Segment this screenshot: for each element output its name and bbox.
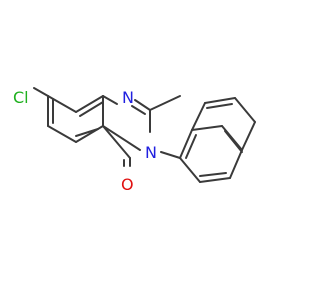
chlorine-label: Cl (13, 88, 29, 107)
bond (149, 95, 181, 111)
bond (160, 151, 181, 159)
bond (75, 128, 99, 137)
bond (102, 95, 118, 105)
bond (221, 125, 243, 151)
molecule-diagram: Cl N N O (13, 87, 256, 194)
bond (241, 121, 256, 151)
bond (206, 103, 233, 109)
bond (204, 97, 236, 104)
nitrogen-ring-label: N (122, 88, 134, 107)
bond (33, 87, 49, 97)
structure-canvas: Cl N N O (13, 87, 256, 194)
nitrogen-substituted-label: N (145, 143, 157, 162)
bond (224, 130, 243, 153)
bond (134, 99, 151, 111)
bond (102, 125, 141, 151)
bond (47, 125, 77, 143)
bond (229, 149, 243, 179)
bond (102, 125, 131, 159)
bond (179, 129, 193, 159)
bond (79, 101, 104, 117)
bond (199, 177, 231, 183)
bond (199, 172, 227, 177)
bond (191, 125, 223, 131)
bond (131, 105, 146, 115)
bond-layer (33, 87, 256, 183)
bond (75, 95, 104, 113)
bond (234, 97, 256, 123)
atom-label-layer: Cl N N O (13, 88, 157, 194)
oxygen-label: O (121, 175, 134, 194)
bond (179, 157, 201, 183)
bond (191, 102, 206, 131)
bond (185, 134, 197, 159)
